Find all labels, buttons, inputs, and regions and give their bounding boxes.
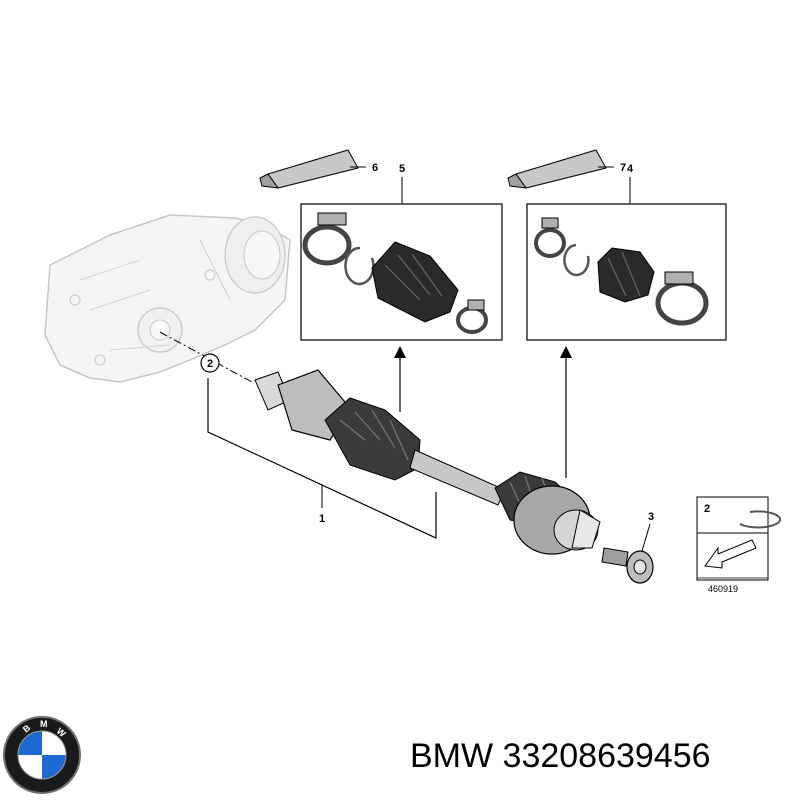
legend-box: 2 (696, 496, 782, 581)
callout-2-circle (200, 353, 220, 373)
callout-3: 3 (648, 511, 654, 523)
legend-number: 2 (704, 503, 710, 515)
arrow-to-box-4 (560, 346, 572, 478)
boot-kit-box-4 (526, 203, 727, 341)
svg-text:M: M (40, 719, 48, 729)
callout-1: 1 (319, 513, 325, 525)
callout-4: 4 (627, 163, 634, 175)
outer-boot-kit (534, 217, 709, 326)
arrow-icon (704, 539, 757, 569)
axle-bolt (601, 547, 654, 584)
callout-2: 2 (207, 358, 213, 370)
legend-code: 460919 (708, 584, 738, 594)
bmw-logo: B M W (3, 716, 81, 794)
arrow-to-box-5 (394, 346, 406, 412)
grease-tube-7 (507, 149, 607, 189)
svg-text:B: B (21, 722, 33, 734)
circlip-icon (739, 510, 782, 529)
grease-tube-6 (259, 149, 359, 189)
differential-housing (44, 214, 291, 383)
callout-5: 5 (399, 163, 405, 175)
drive-shaft (254, 369, 601, 555)
callout-6: 6 (372, 162, 378, 174)
callout-7: 7 (620, 162, 626, 174)
part-number-caption: BMW 33208639456 (410, 737, 711, 775)
inner-boot-kit (302, 212, 488, 334)
